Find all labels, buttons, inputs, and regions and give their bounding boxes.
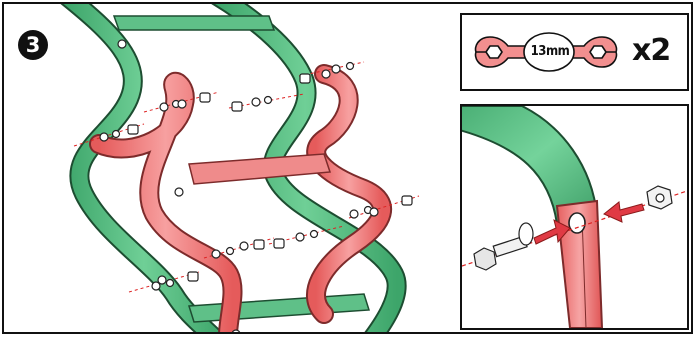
red-rung	[188, 153, 332, 185]
ladder-assembly-illustration	[60, 4, 420, 332]
bolt-detail-illustration	[462, 106, 687, 328]
arrow-bolt-in	[533, 219, 571, 245]
bolt-pivots	[117, 39, 379, 332]
quantity-label: x2	[632, 33, 671, 68]
nuts-washers	[99, 61, 413, 291]
tool-requirement-box: 13mm x2	[460, 13, 689, 91]
bolt-detail-nut	[646, 185, 673, 210]
bolt-detail-bolt	[473, 222, 534, 271]
instruction-panel: 3 13mm x2	[2, 2, 693, 334]
step-number-badge: 3	[18, 30, 48, 60]
bolt-detail-inset	[460, 104, 689, 330]
arrow-nut-in	[603, 201, 645, 223]
wrench-size-label: 13mm	[530, 44, 570, 59]
wrench-icon	[474, 32, 618, 72]
